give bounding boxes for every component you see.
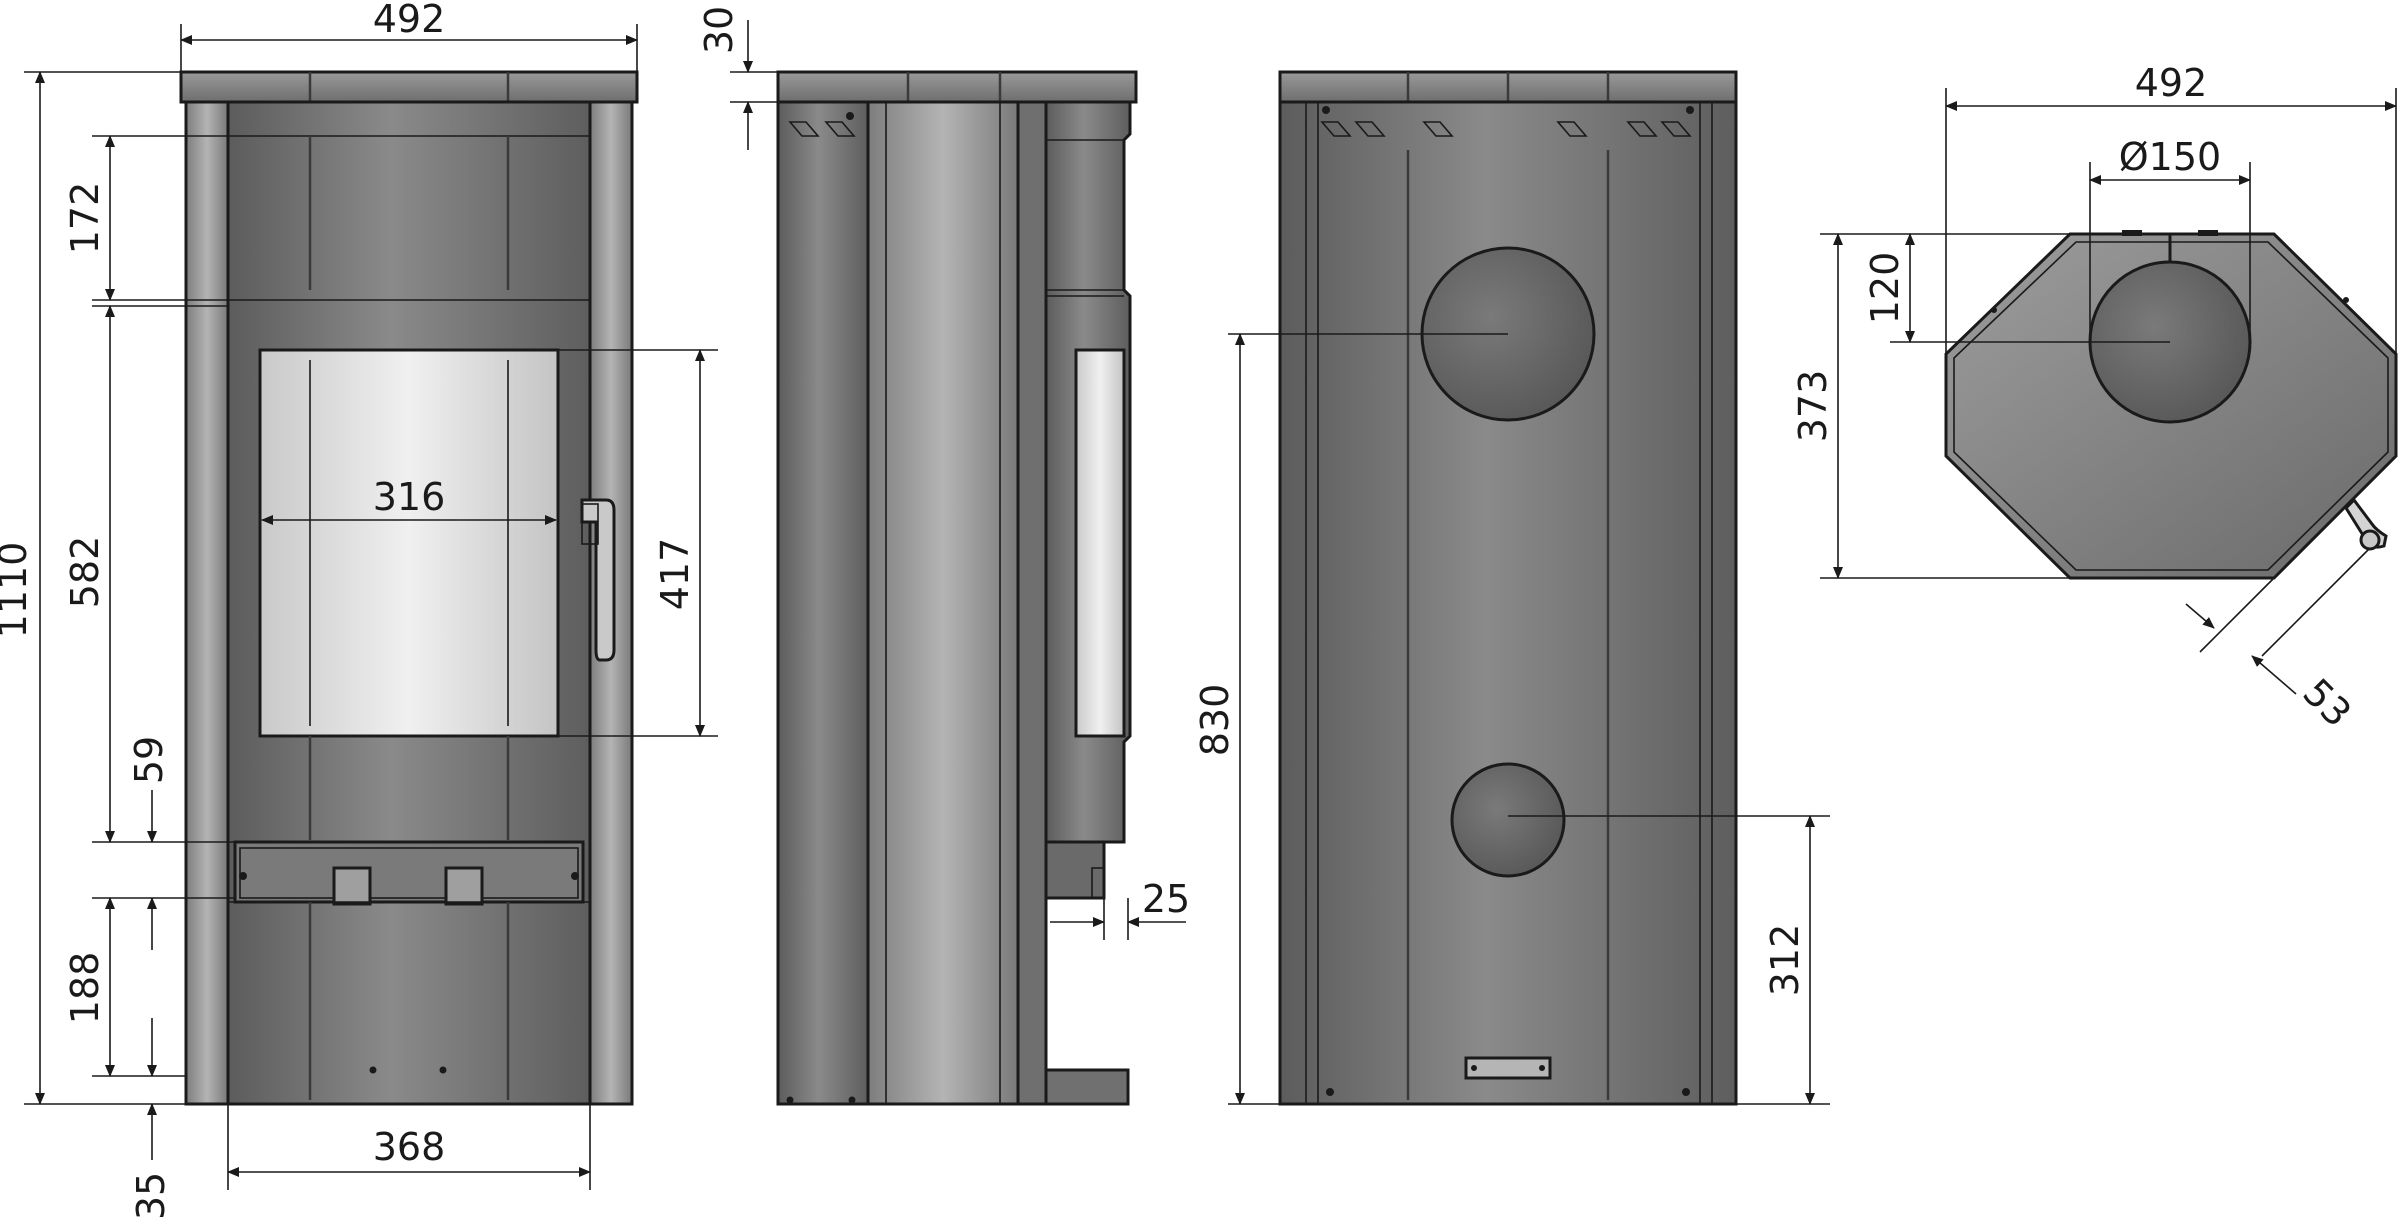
front-left-side-panel [184, 100, 230, 1106]
front-glass-width-label: 316 [373, 475, 446, 519]
rear-type-plate [1464, 1056, 1552, 1080]
front-width-label: 492 [373, 0, 446, 41]
front-582-label: 582 [63, 536, 107, 609]
side-air-control [1044, 840, 1106, 900]
top-view-handle-offset-label: 53 [2295, 670, 2360, 735]
front-total-height-label: 1110 [0, 542, 35, 639]
side-front-section [1016, 100, 1048, 1106]
top-view-flue-offset-label: 120 [1863, 252, 1907, 325]
front-top-height-label: 172 [63, 182, 107, 255]
front-foot-label: 35 [129, 1172, 173, 1217]
front-glass-height-label: 417 [653, 538, 697, 611]
side-door-glass [1074, 348, 1126, 738]
rear-dimensions: 830 312 [1193, 333, 1830, 1105]
rear-view [1278, 70, 1738, 1106]
front-door-handle [580, 498, 616, 662]
front-air-slider-left [332, 866, 372, 906]
top-view [1944, 230, 2398, 580]
front-air-control-strip [233, 840, 585, 904]
front-188-label: 188 [63, 952, 107, 1025]
side-view [776, 70, 1138, 1106]
front-view [179, 70, 639, 1106]
side-rear-section [776, 100, 870, 1106]
top-view-depth-label: 373 [1791, 370, 1835, 443]
rear-flue-height-label: 830 [1193, 684, 1237, 757]
front-inner-width-label: 368 [373, 1125, 446, 1169]
top-view-width-label: 492 [2135, 61, 2208, 105]
rear-air-inlet-height-label: 312 [1763, 924, 1807, 997]
side-top-offset-label: 30 [697, 6, 741, 54]
side-base [1044, 1068, 1130, 1106]
rear-air-inlet [1450, 762, 1566, 878]
front-59-label: 59 [127, 736, 171, 784]
front-air-slider-right [444, 866, 484, 906]
front-dimensions: 492 1110 172 582 316 417 59 18 [0, 0, 718, 1217]
side-panel [866, 100, 1020, 1106]
front-top-plate [179, 70, 639, 104]
top-view-flue-diameter-label: Ø150 [2119, 135, 2221, 179]
side-dimensions: 30 25 [697, 6, 1190, 940]
front-glass-window [258, 348, 560, 738]
side-rear-offset-label: 25 [1142, 877, 1190, 921]
side-top-plate [776, 70, 1138, 104]
